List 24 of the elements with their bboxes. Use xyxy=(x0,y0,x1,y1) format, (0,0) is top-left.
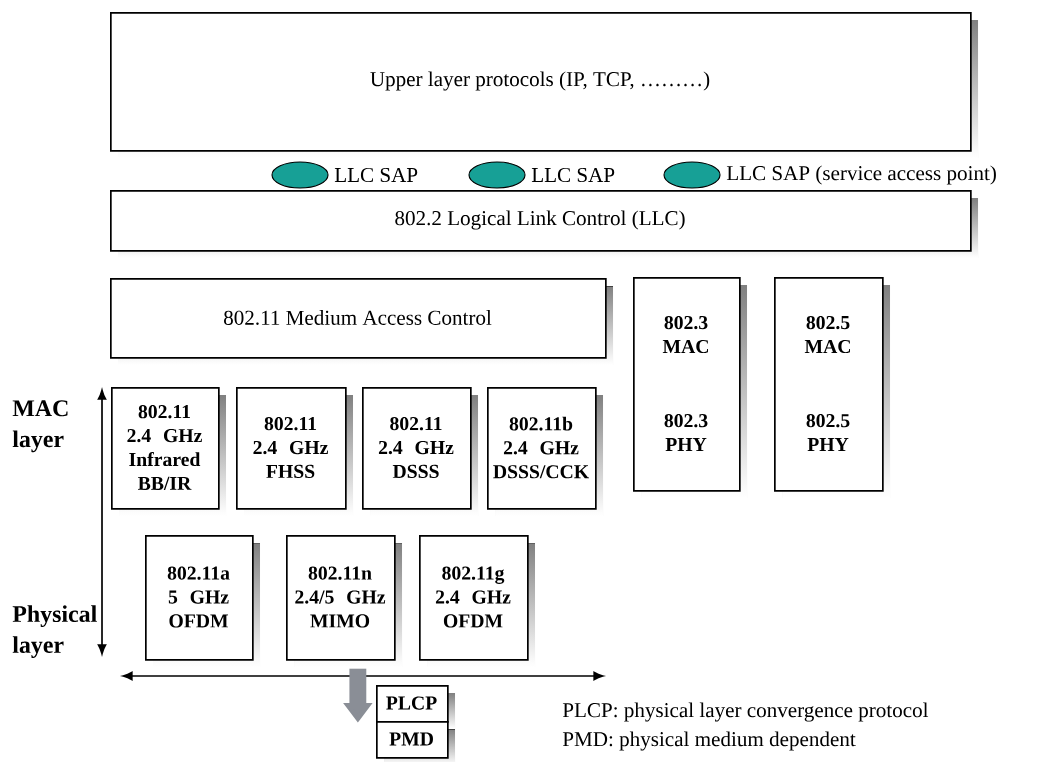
layer-label: MAC layer xyxy=(12,400,68,453)
layer-box: 802.11 2.4 GHz FHSS xyxy=(236,387,353,516)
layer-box: 802.11n 2.4/5 GHz MIMO xyxy=(286,535,402,667)
sap-label: LLC SAP xyxy=(531,167,615,183)
layer-box: 802.3 MAC 802.3 PHY xyxy=(633,277,747,498)
layer-box: 802.11 Medium Access Control xyxy=(110,278,613,365)
layer-box: 802.2 Logical Link Control (LLC) xyxy=(110,190,978,258)
layer-box: 802.11b 2.4 GHz DSSS/CCK xyxy=(487,387,603,516)
sap-ellipse xyxy=(663,161,721,189)
layer-label: Physical layer xyxy=(12,605,97,658)
layer-box: 802.11g 2.4 GHz OFDM xyxy=(419,535,535,667)
abbreviation-note: PMD: physical medium dependent xyxy=(562,731,856,751)
sap-ellipse xyxy=(271,161,329,189)
abbreviation-note: PLCP: physical layer convergence protocol xyxy=(562,702,929,722)
sap-label: LLC SAP (service access point) xyxy=(726,165,996,185)
layer-box: 802.11a 5 GHz OFDM xyxy=(145,535,260,667)
layer-box: Upper layer protocols (IP, TCP, ………) xyxy=(110,12,978,158)
layer-box: PMD xyxy=(376,721,455,762)
sap-label: LLC SAP xyxy=(334,167,418,183)
sap-ellipse xyxy=(468,161,526,189)
layer-box: 802.11 2.4 GHz Infrared BB/IR xyxy=(111,387,226,516)
layer-box: 802.11 2.4 GHz DSSS xyxy=(362,387,478,516)
layer-box: 802.5 MAC 802.5 PHY xyxy=(774,277,890,498)
layer-box: PLCP xyxy=(376,685,455,729)
